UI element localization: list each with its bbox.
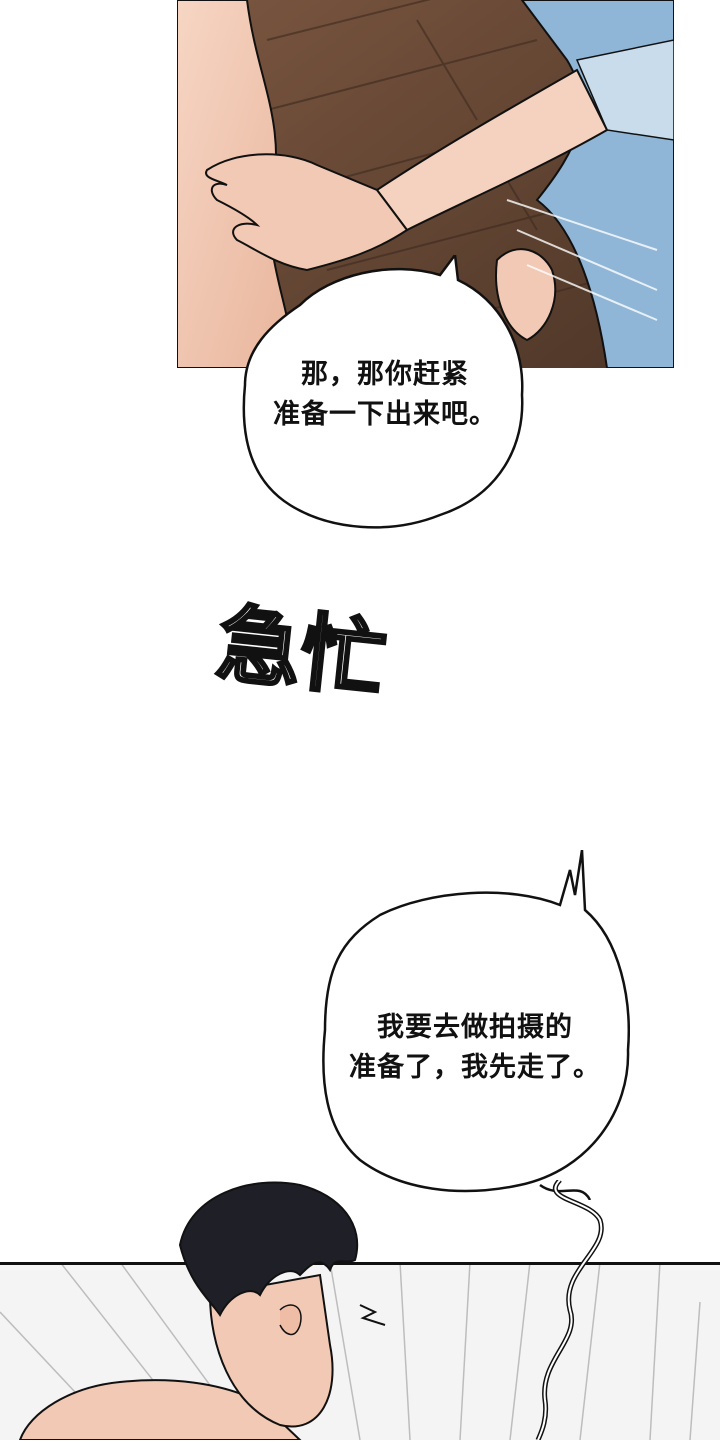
hand-on-back-illustration (177, 0, 674, 368)
man-turning-illustration (0, 1262, 720, 1440)
man-head-illustration (178, 1181, 359, 1428)
top-panel (177, 0, 674, 368)
man-head (170, 1175, 370, 1440)
bottom-panel (0, 1262, 720, 1440)
bubble-2-line-1: 我要去做拍摄的 (377, 1012, 573, 1043)
bubble-2-line-2: 准备了，我先走了。 (349, 1052, 601, 1083)
speech-bubble-1: 那，那你赶紧 准备一下出来吧。 (240, 255, 530, 535)
speech-bubble-2: 我要去做拍摄的 准备了，我先走了。 (320, 850, 630, 1200)
bubble-1-line-1: 那，那你赶紧 (301, 359, 469, 390)
surprise-mark-icon (359, 1304, 386, 1326)
bubble-1-line-2: 准备一下出来吧。 (273, 399, 497, 430)
bubble-tail-line (535, 1180, 604, 1440)
sfx-hurry: 急忙 (211, 593, 391, 711)
